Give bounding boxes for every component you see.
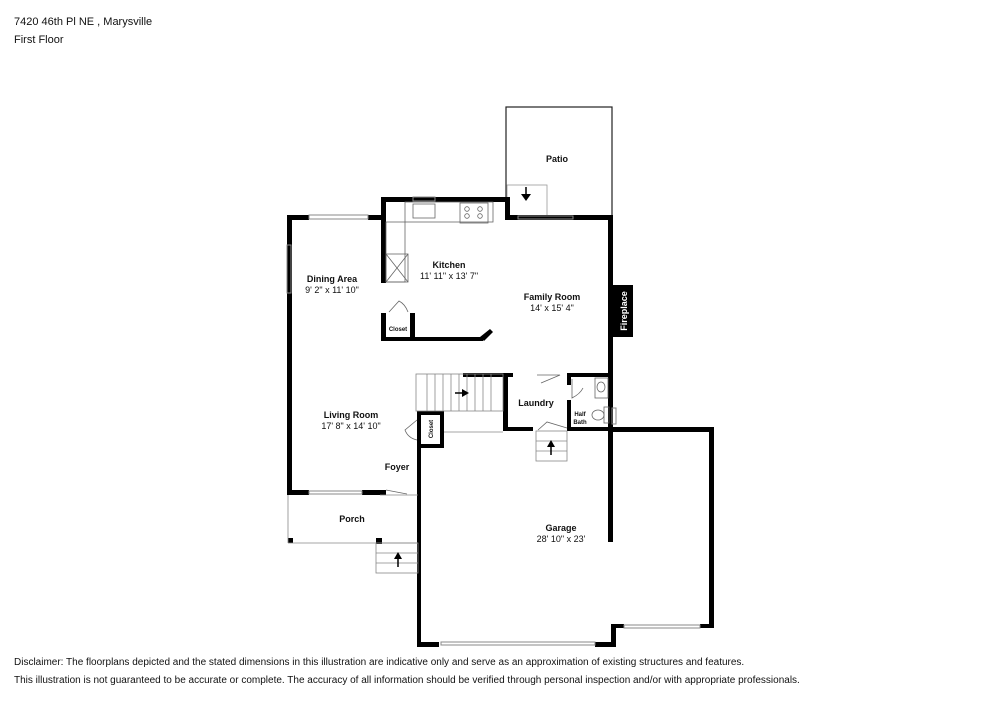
toilet-icon <box>591 409 605 421</box>
floor-label: First Floor <box>14 34 64 46</box>
room-label-closet: Closet <box>389 327 407 333</box>
arrow-icons <box>394 389 555 567</box>
room-label-patio: Patio <box>546 154 569 164</box>
room-label-foyer: Foyer <box>385 462 410 472</box>
disclaimer-line-2: This illustration is not guaranteed to b… <box>14 675 800 686</box>
room-label-porch: Porch <box>339 514 365 524</box>
room-dims-living: 17' 8" x 14' 10" <box>321 421 380 431</box>
windows <box>286 196 701 646</box>
disclaimer-line-1: Disclaimer: The floorplans depicted and … <box>14 657 745 668</box>
room-dims-kitchen: 11' 11" x 13' 7" <box>420 271 478 281</box>
room-label-closet-foyer: Closet <box>429 420 435 438</box>
fireplace-label: Fireplace <box>619 291 629 331</box>
sink-icon <box>412 203 436 219</box>
room-label-kitchen: Kitchen <box>432 260 465 270</box>
walls <box>287 197 714 647</box>
room-label-half-bath-1: Half <box>574 412 586 418</box>
room-dims-family: 14' x 15' 4" <box>530 303 574 313</box>
room-label-dining: Dining Area <box>307 274 358 284</box>
room-label-laundry: Laundry <box>518 398 554 408</box>
room-label-garage: Garage <box>545 523 576 533</box>
arrow-down-icon <box>521 187 531 201</box>
room-label-half-bath-2: Bath <box>573 420 587 426</box>
room-label-living: Living Room <box>324 410 379 420</box>
sink-icon <box>594 377 609 399</box>
kitchen-fixtures <box>385 201 494 283</box>
bath-fixtures <box>591 377 610 424</box>
room-dims-dining: 9' 2" x 11' 10" <box>305 285 359 295</box>
property-address: 7420 46th Pl NE , Marysville <box>14 16 153 28</box>
doors[interactable] <box>385 300 584 495</box>
stove-icon <box>459 202 489 224</box>
room-dims-garage: 28' 10" x 23' <box>537 534 586 544</box>
room-label-family: Family Room <box>524 292 581 302</box>
